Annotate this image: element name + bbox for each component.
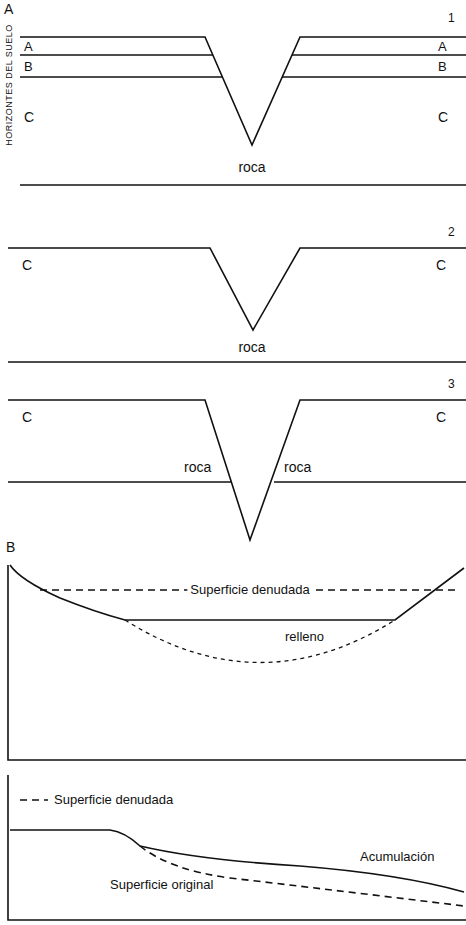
axis-label: HORIZONTES DEL SUELO bbox=[5, 24, 15, 146]
accumulation-label: Acumulación bbox=[360, 850, 434, 864]
horizon-line bbox=[282, 76, 466, 78]
horizon-line bbox=[20, 76, 222, 78]
horizon-line bbox=[20, 54, 213, 56]
surface-label: Superficie denudada bbox=[187, 583, 312, 597]
accumulation-profile bbox=[10, 830, 464, 892]
valley-profile bbox=[8, 248, 466, 330]
original-surface-line bbox=[140, 846, 464, 906]
rock-line bbox=[20, 184, 466, 186]
rock-label: roca bbox=[184, 460, 211, 475]
horizon-letter: C bbox=[22, 258, 32, 273]
surface-label: Superficie original bbox=[110, 878, 213, 892]
panel-number: 2 bbox=[448, 226, 455, 239]
rock-line bbox=[8, 481, 231, 483]
horizon-letter: B bbox=[438, 60, 447, 74]
rock-label: roca bbox=[284, 460, 311, 475]
rock-label: roca bbox=[238, 160, 265, 175]
horizon-letter: C bbox=[436, 410, 446, 425]
horizon-letter: C bbox=[436, 258, 446, 273]
fill-label: relleno bbox=[285, 630, 324, 644]
horizon-letter: B bbox=[24, 60, 33, 74]
fill-boundary bbox=[125, 620, 395, 663]
horizon-letter: C bbox=[24, 110, 34, 125]
rock-line bbox=[8, 361, 466, 363]
horizon-letter: A bbox=[438, 40, 447, 54]
rock-label: roca bbox=[238, 340, 265, 355]
surface-label: Superficie denudada bbox=[54, 793, 173, 807]
axis bbox=[8, 775, 466, 920]
legend-dash bbox=[20, 799, 48, 801]
panel-letter: A bbox=[4, 2, 13, 17]
denuded-profile bbox=[10, 565, 464, 620]
valley-profile bbox=[20, 37, 466, 145]
panel-letter: B bbox=[6, 540, 15, 555]
panel-number: 3 bbox=[448, 378, 455, 391]
horizon-letter: C bbox=[22, 410, 32, 425]
rock-line bbox=[274, 481, 466, 483]
panel-number: 1 bbox=[448, 12, 455, 25]
horizon-line bbox=[292, 54, 466, 56]
horizon-letter: C bbox=[438, 110, 448, 125]
axis bbox=[8, 565, 466, 760]
valley-profile bbox=[8, 400, 466, 540]
horizon-letter: A bbox=[24, 40, 33, 54]
